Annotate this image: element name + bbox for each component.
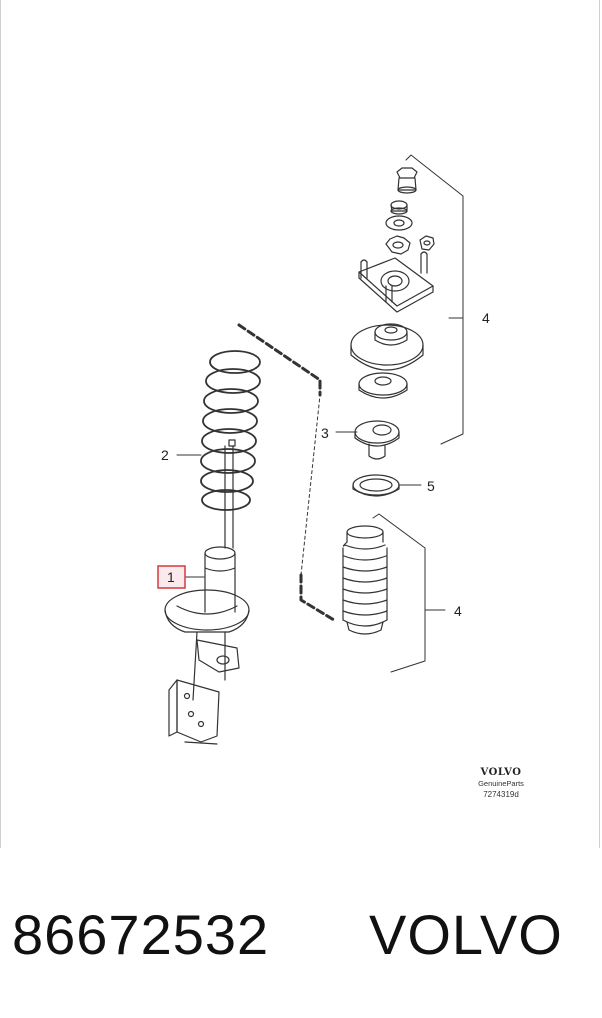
piston-rod-part: [224, 439, 236, 549]
callout-4-bottom: 4: [454, 603, 462, 619]
part-number: 86672532: [12, 903, 270, 966]
brand-subtitle: GenuineParts: [478, 779, 524, 788]
star-nut-part: [385, 235, 435, 255]
group4-bottom-bracket: [372, 513, 446, 673]
drawing-code: 7274319d: [483, 790, 519, 799]
caption-bar: 86672532 VOLVO: [0, 890, 602, 990]
spacer-ring-part: [358, 372, 408, 399]
callout-5: 5: [427, 478, 435, 494]
top-cap-part: [396, 167, 418, 194]
brand-block: VOLVO GenuineParts 7274319d: [471, 767, 531, 800]
assembly-bracket-dashed: [237, 323, 336, 622]
bump-stop-part: [354, 420, 400, 460]
exploded-strut-diagram: 1 2 3 4 4 5: [157, 154, 490, 745]
brand-logo: VOLVO: [480, 767, 522, 778]
strut-body-part: [164, 546, 250, 745]
leader-lines: [176, 431, 422, 578]
washer-part: [385, 215, 413, 231]
callout-4-top: 4: [482, 310, 490, 326]
group4-top-bracket: [405, 154, 464, 445]
maker-name: VOLVO: [369, 903, 563, 966]
strut-mount-dome-part: [350, 323, 424, 371]
top-mount-plate-part: [358, 251, 434, 313]
diagram-frame: 1 2 3 4 4 5 VOLVO GenuineParts 7274319d: [0, 0, 600, 848]
isolator-ring-part: [352, 474, 400, 497]
lock-nut-part: [390, 200, 408, 215]
callout-1: 1: [167, 569, 175, 585]
dust-bellows-part: [342, 525, 388, 635]
coil-spring-part: [200, 350, 261, 511]
callout-3: 3: [321, 425, 329, 441]
callout-2: 2: [161, 447, 169, 463]
callout-1-highlight-box: [157, 565, 186, 589]
